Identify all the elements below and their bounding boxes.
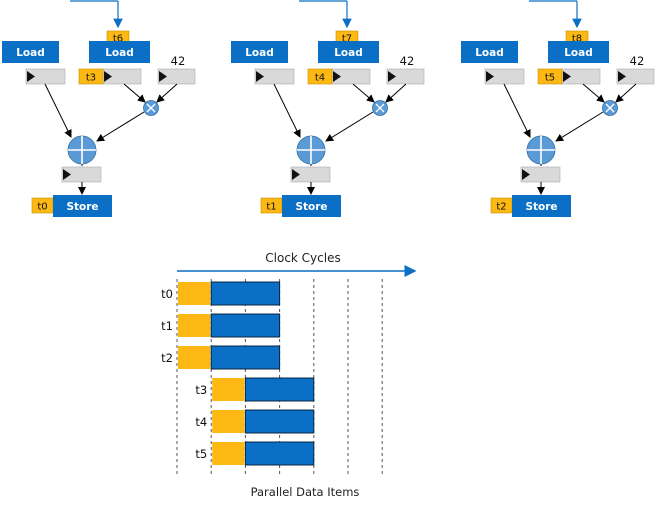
row-compute-phase bbox=[244, 409, 315, 434]
load-label-a: Load bbox=[475, 47, 504, 59]
timeline-title: Clock Cycles bbox=[265, 251, 340, 265]
load-box-a bbox=[2, 41, 59, 63]
edge-rega-add bbox=[44, 83, 72, 138]
row-compute-phase bbox=[244, 441, 315, 466]
load-box-a bbox=[461, 41, 518, 63]
add-icon bbox=[527, 136, 555, 164]
row-label: t4 bbox=[195, 415, 207, 429]
register-sum-clock-icon bbox=[292, 169, 300, 180]
edge-const-mul bbox=[615, 83, 637, 103]
tag-mid-box bbox=[537, 68, 563, 85]
row-load-phase bbox=[178, 282, 211, 305]
tag-top-label: t8 bbox=[572, 34, 582, 45]
tag-mid-label: t3 bbox=[86, 73, 96, 84]
row-compute-phase bbox=[210, 281, 281, 306]
timeline-xlabel: Parallel Data Items bbox=[251, 485, 360, 499]
multiply-icon bbox=[375, 103, 385, 113]
register-constant-clock-icon bbox=[388, 71, 396, 82]
tag-top-label: t7 bbox=[342, 34, 352, 45]
load-label-a: Load bbox=[245, 47, 274, 59]
register-sum-clock-icon bbox=[63, 169, 71, 180]
timeline-chart: Clock Cycles t0 t1 t2 t3 t4 t5 Parallel Data … bbox=[161, 251, 417, 499]
row-compute-phase bbox=[210, 345, 281, 370]
register-load-a-clock-icon bbox=[486, 71, 494, 82]
tag-store-label: t2 bbox=[496, 202, 506, 213]
register-sum-clock-icon bbox=[522, 169, 530, 180]
register-constant-clock-icon bbox=[618, 71, 626, 82]
load-label-b: Load bbox=[105, 47, 134, 59]
load-box-b bbox=[318, 41, 379, 63]
store-box bbox=[53, 195, 112, 217]
edge-mul-add bbox=[325, 111, 374, 142]
edge-rega-add bbox=[273, 83, 301, 138]
row-label: t5 bbox=[195, 447, 207, 461]
tag-store-label: t0 bbox=[37, 202, 47, 213]
load-box-b bbox=[548, 41, 609, 63]
tag-mid-box bbox=[78, 68, 104, 85]
edge-mul-add bbox=[555, 111, 604, 142]
edge-regb-mul bbox=[123, 83, 146, 103]
constant-label: 42 bbox=[630, 54, 645, 68]
add-icon bbox=[297, 136, 325, 164]
register-constant-clock-icon bbox=[159, 71, 167, 82]
tag-mid-box bbox=[307, 68, 333, 85]
store-label: Store bbox=[525, 201, 557, 213]
row-label: t2 bbox=[161, 351, 173, 365]
edge-regb-mul bbox=[352, 83, 375, 103]
edge-regb-mul bbox=[582, 83, 605, 103]
multiply-icon bbox=[146, 103, 156, 113]
row-load-phase bbox=[212, 378, 245, 401]
load-box-a bbox=[231, 41, 288, 63]
tag-top-label: t6 bbox=[113, 34, 123, 45]
row-load-phase bbox=[178, 314, 211, 337]
edge-const-mul bbox=[156, 83, 178, 103]
load-label-b: Load bbox=[334, 47, 363, 59]
row-label: t0 bbox=[161, 287, 173, 301]
tag-mid-label: t4 bbox=[315, 73, 325, 84]
store-label: Store bbox=[66, 201, 98, 213]
row-compute-phase bbox=[210, 313, 281, 338]
edge-rega-add bbox=[503, 83, 531, 138]
tag-store-label: t1 bbox=[266, 202, 276, 213]
register-load-a-clock-icon bbox=[256, 71, 264, 82]
constant-label: 42 bbox=[171, 54, 186, 68]
row-load-phase bbox=[178, 346, 211, 369]
register-load-b-clock-icon bbox=[563, 71, 571, 82]
row-label: t1 bbox=[161, 319, 173, 333]
register-load-b-clock-icon bbox=[333, 71, 341, 82]
register-load-b-clock-icon bbox=[104, 71, 112, 82]
row-label: t3 bbox=[195, 383, 207, 397]
add-icon bbox=[68, 136, 96, 164]
row-compute-phase bbox=[244, 377, 315, 402]
register-load-a-clock-icon bbox=[27, 71, 35, 82]
edge-const-mul bbox=[385, 83, 407, 103]
load-label-b: Load bbox=[564, 47, 593, 59]
row-load-phase bbox=[212, 410, 245, 433]
row-load-phase bbox=[212, 442, 245, 465]
load-box-b bbox=[89, 41, 150, 63]
multiply-icon bbox=[605, 103, 615, 113]
load-label-a: Load bbox=[16, 47, 45, 59]
store-box bbox=[512, 195, 571, 217]
store-label: Store bbox=[295, 201, 327, 213]
tag-mid-label: t5 bbox=[545, 73, 555, 84]
store-box bbox=[282, 195, 341, 217]
constant-label: 42 bbox=[400, 54, 415, 68]
edge-mul-add bbox=[96, 111, 145, 142]
